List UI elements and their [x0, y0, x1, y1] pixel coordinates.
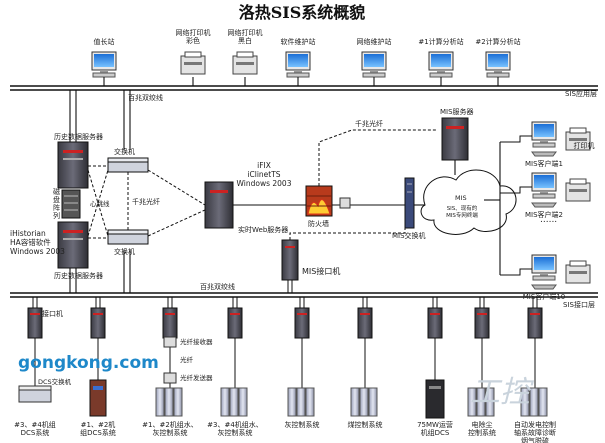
- bottom-bus-label: 百兆双绞线: [200, 282, 235, 291]
- dcs-switch-label: DCS交换机: [38, 377, 72, 386]
- top-devices: 值长站 网络打印机彩色网络打印机黑白软件维护站 网络维护站 #1计算分析站 #2计算分析…: [91, 28, 521, 86]
- interface-label: 接口机: [42, 309, 63, 318]
- bottom-system-3: #1、#2机组水、灰控制系统: [142, 387, 198, 437]
- mis-switch: [404, 177, 415, 229]
- bottom-system-label: 自动发电控制轴系故障诊断烟气脱硫: [514, 420, 556, 443]
- fiber-label: 光纤: [180, 355, 194, 364]
- mis-interface-label: MIS接口机: [302, 266, 340, 276]
- mis-client-label: MIS客户端1: [525, 159, 563, 168]
- mis-server-label: MIS服务器: [440, 107, 474, 116]
- bottom-system-label: #1、#2机组DCS系统: [80, 420, 116, 437]
- mis-fiber: [318, 129, 436, 186]
- bottom-system-label: #3、#4机组水、灰控制系统: [207, 420, 263, 437]
- switch-bottom-label: 交换机: [114, 247, 135, 256]
- bottom-system-label: 灰控制系统: [285, 420, 320, 429]
- mis-client-2: MIS客户端2: [500, 172, 591, 219]
- mis-client-label: MIS客户端2: [525, 210, 563, 219]
- top-device-5: 网络维护站: [357, 37, 392, 86]
- bottom-system-2: #1、#2机组DCS系统: [80, 379, 116, 437]
- top-device-label: #1计算分析站: [418, 37, 463, 46]
- top-device-label: 值长站: [94, 37, 115, 46]
- top-device-label: 网络打印机彩色: [176, 28, 211, 45]
- top-device-label: 软件维护站: [281, 37, 316, 46]
- mis-client-1: MIS客户端1: [500, 121, 591, 168]
- watermark-left: gongkong.com: [18, 353, 159, 373]
- bottom-system-9: 自动发电控制轴系故障诊断烟气脱硫: [514, 387, 556, 443]
- sis-interface-layer-label: SIS接口层: [563, 300, 595, 309]
- switch-bottom: [107, 229, 149, 245]
- firewall-label: 防火墙: [308, 219, 329, 228]
- top-device-6: #1计算分析站: [418, 37, 464, 86]
- top-device-7: #2计算分析站: [475, 37, 521, 86]
- watermark-right: 工控: [470, 375, 535, 410]
- top-device-label: #2计算分析站: [475, 37, 520, 46]
- interface-machine-2: [90, 297, 106, 388]
- fiber-links: [87, 165, 206, 239]
- realtime-web-label: 实时Web服务器: [238, 225, 288, 234]
- disk-array: [61, 189, 81, 219]
- mis-fiber-label: 千兆光纤: [355, 119, 383, 128]
- bottom-system-7: 75MW运营机组DCS: [417, 379, 453, 437]
- interface-machine-5: [294, 297, 310, 388]
- firewall: [305, 185, 333, 217]
- mis-printer-label: 打印机: [574, 141, 595, 150]
- top-device-4: 软件维护站: [281, 37, 316, 86]
- interface-machine-8: [474, 297, 490, 388]
- bottom-system-label: 煤控制系统: [348, 420, 383, 429]
- mis-cloud-label: MIS: [455, 194, 467, 202]
- interface-machine-4: [227, 297, 243, 388]
- interface-machine-6: [357, 297, 373, 388]
- mis-ellipsis: ......: [540, 215, 557, 225]
- mis-cloud: [420, 169, 517, 235]
- fiber-transmitter: 光纤发送器: [163, 372, 213, 384]
- sis-app-layer-label: SIS应用层: [565, 89, 597, 98]
- interface-machine-7: [427, 297, 443, 388]
- realtime-web-server: [204, 181, 234, 229]
- core-risers: [69, 90, 131, 293]
- fiber-transmitter-label: 光纤发送器: [180, 373, 213, 382]
- fiber-receiver-label: 光纤接收器: [180, 337, 213, 346]
- bottom-system-5: 灰控制系统: [285, 387, 320, 429]
- mis-server: [441, 117, 469, 161]
- history-server-top-label: 历史数据服务器: [54, 132, 103, 141]
- top-device-2: 网络打印机彩色: [176, 28, 211, 86]
- interface-machine-1: [27, 297, 43, 388]
- disk-array-label: 磁盘阵列: [53, 187, 60, 220]
- bottom-system-4: #3、#4机组水、灰控制系统: [207, 387, 263, 437]
- heartbeat-label: 心跳线: [90, 199, 110, 208]
- top-bus-label: 百兆双绞线: [128, 93, 163, 102]
- mis-switch-label: MIS交换机: [392, 231, 426, 240]
- sis-interface-bus: [10, 292, 598, 298]
- diagram-title: 洛热SIS系统概貌: [239, 3, 366, 22]
- bottom-system-8: 电除尘控制系统: [467, 387, 496, 437]
- bottom-system-label: 电除尘控制系统: [468, 420, 496, 437]
- bottom-system-label: 75MW运营机组DCS: [417, 420, 453, 437]
- top-device-1: 值长站: [91, 37, 117, 86]
- bottom-system-6: 煤控制系统: [348, 387, 383, 429]
- top-device-label: 网络维护站: [357, 37, 392, 46]
- mis-client-label: MIS客户端10: [523, 292, 565, 301]
- mis-client-3: MIS客户端10: [500, 254, 591, 301]
- top-device-label: 网络打印机黑白: [228, 28, 263, 45]
- fiber-receiver: 光纤接收器: [163, 336, 213, 348]
- history-server-bottom: [57, 221, 89, 269]
- history-server-bottom-label: 历史数据服务器: [54, 271, 103, 280]
- mis-interface-machine: [281, 239, 299, 281]
- interface-machine-9: [527, 297, 543, 388]
- switch-top: [107, 157, 149, 173]
- top-device-3: 网络打印机黑白: [228, 28, 263, 86]
- history-server-top: [57, 141, 89, 189]
- gigabit-fiber-label: 千兆光纤: [132, 197, 160, 206]
- bottom-system-label: #1、#2机组水、灰控制系统: [142, 420, 198, 437]
- sis-application-bus: [10, 85, 598, 91]
- switch-top-label: 交换机: [114, 147, 135, 156]
